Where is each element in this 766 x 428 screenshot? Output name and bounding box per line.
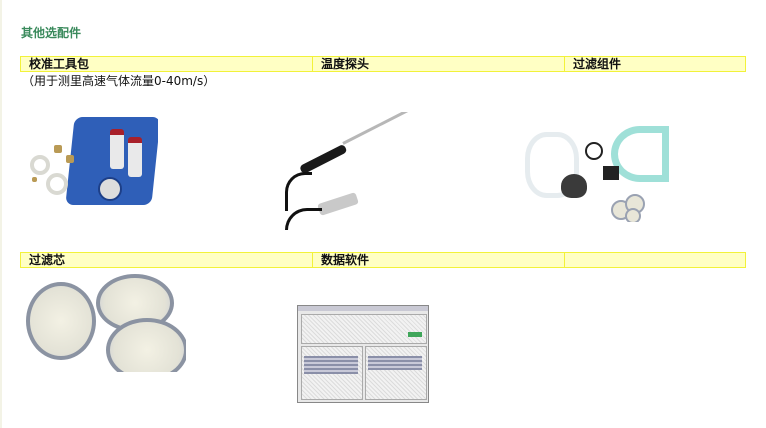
header-temperature-probe: 温度探头 [313, 57, 565, 71]
data-software-screenshot [297, 305, 429, 403]
filter-cartridge-image [24, 272, 186, 372]
accessory-header-row-2: 过滤芯 数据软件 [20, 252, 746, 268]
header-empty [565, 253, 745, 267]
header-filter-assembly: 过滤组件 [573, 57, 622, 71]
accessory-header-row-1: 校准工具包 温度探头 过滤组件 [20, 56, 746, 72]
temperature-probe-image [283, 112, 423, 230]
calibration-kit-note: （用于测里高速气体流量0-40m/s） [22, 74, 216, 88]
section-title: 其他选配件 [21, 26, 82, 40]
header-filter-cartridge: 过滤芯 [21, 253, 313, 267]
header-calibration-kit: 校准工具包 [21, 57, 313, 71]
calibration-kit-image [24, 115, 158, 205]
filter-assembly-image [525, 126, 669, 222]
header-data-software: 数据软件 [313, 253, 565, 267]
page-left-border [0, 0, 2, 428]
